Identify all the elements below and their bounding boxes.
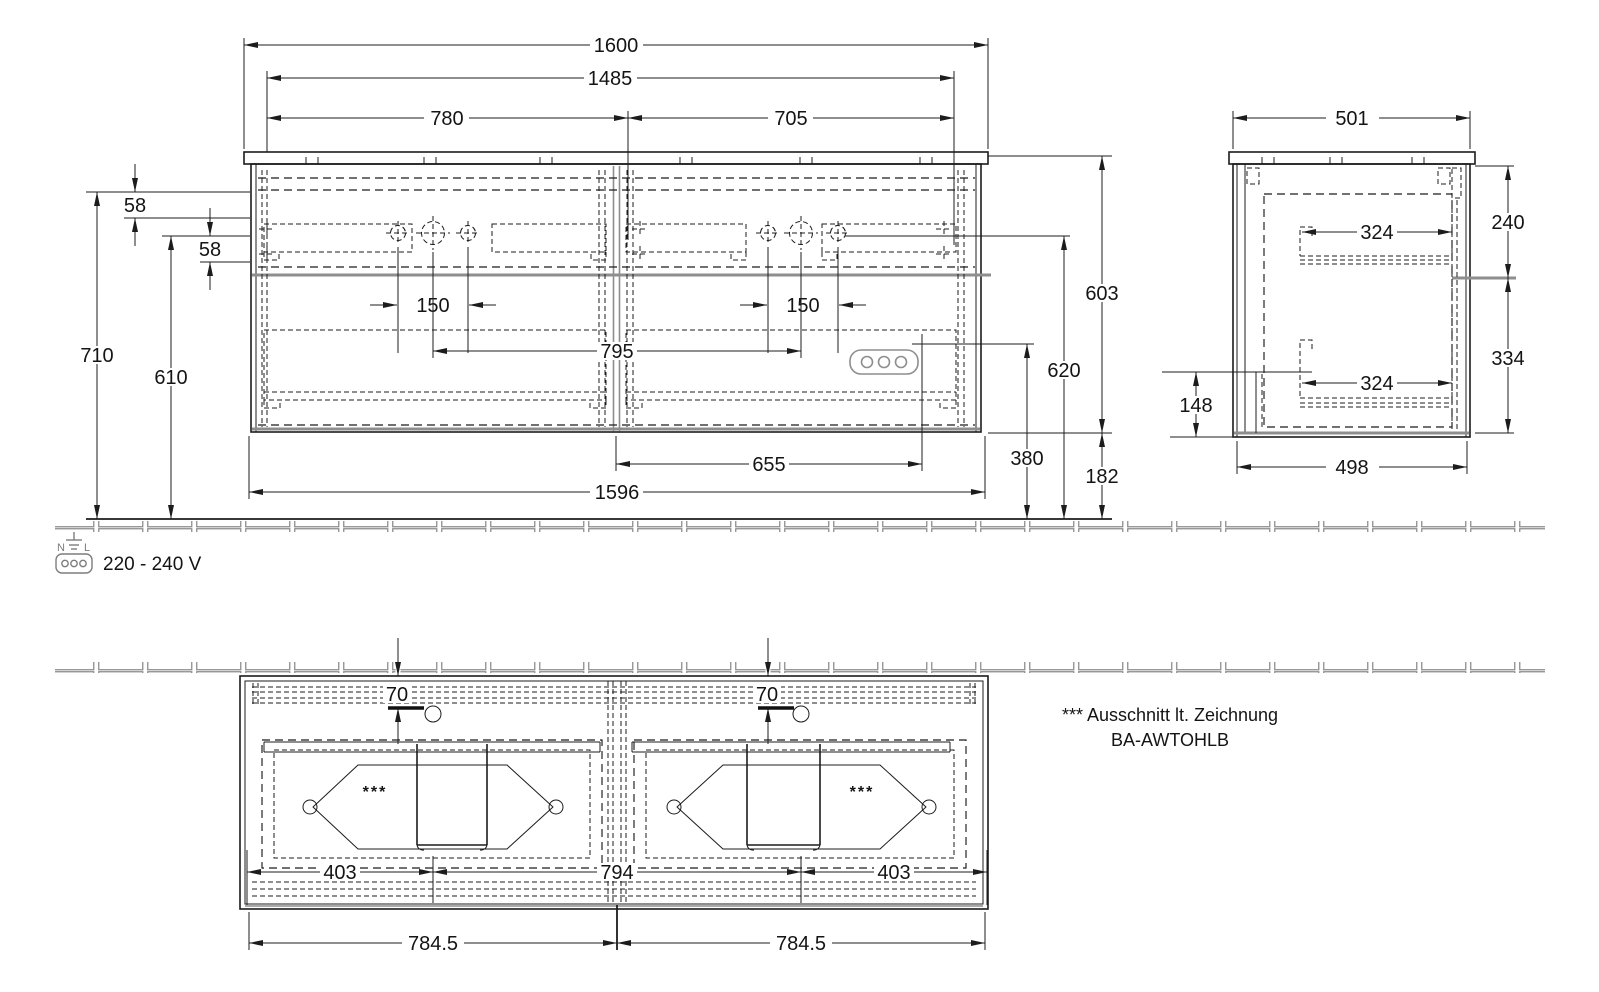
- dim-side-cabinet-depth: 498: [1335, 457, 1368, 479]
- faucet-marking-left: 70: [383, 636, 442, 744]
- dim-front-outlet-height: 620: [1047, 360, 1080, 382]
- top-dimensions: 403 794 403 784.5 784.5: [246, 850, 988, 955]
- dim-top-cutout-right: 403: [877, 862, 910, 884]
- dim-front-bottom-clearance: 182: [1085, 466, 1118, 488]
- cutout-note-line2: BA-AWTOHLB: [1111, 730, 1229, 750]
- power-note: N L 220 - 240 V: [55, 532, 202, 575]
- dim-front-drain-span: 655: [752, 454, 785, 476]
- side-view: 501 324 324 240 334 148 498: [1162, 108, 1528, 479]
- front-hidden-lines: [258, 170, 975, 427]
- dim-front-span-left: 780: [430, 108, 463, 130]
- side-hidden-lines: [1246, 167, 1462, 430]
- cutout-note: *** Ausschnitt lt. Zeichnung BA-AWTOHLB: [1062, 705, 1278, 750]
- dim-top-cutout-left: 403: [323, 862, 356, 884]
- dim-side-upper-drawer-depth: 324: [1360, 222, 1393, 244]
- dim-side-rear-bottom-offset: 148: [1179, 395, 1212, 417]
- voltage-label: 220 - 240 V: [103, 554, 202, 575]
- faucet-holes-right: [756, 216, 850, 250]
- dim-front-span-right: 705: [774, 108, 807, 130]
- top-carcass: [239, 675, 989, 910]
- dim-front-hole-spacing-right: 150: [786, 295, 819, 317]
- cutout-marker-left: ***: [363, 784, 388, 801]
- faucet-marking-right: 70: [753, 636, 810, 744]
- front-countertop: [243, 151, 989, 165]
- dim-front-height-inner: 610: [154, 367, 187, 389]
- wall-hatch-upper: [55, 518, 1545, 532]
- front-dimensions: 1600 1485 780 705 58: [77, 35, 1122, 519]
- terminal-l-label: L: [84, 542, 90, 554]
- socket-terminal-icon: [55, 553, 93, 574]
- dim-side-upper-drawer-height: 240: [1491, 212, 1524, 234]
- dim-top-center-span: 794: [600, 862, 633, 884]
- side-cabinet-body: [1232, 163, 1516, 438]
- faucet-holes-left: [386, 216, 480, 250]
- top-drawer-front-rails: [263, 741, 951, 753]
- dim-front-offset-top: 58: [124, 195, 146, 217]
- dim-front-tap-span: 795: [600, 341, 633, 363]
- dim-side-lower-drawer-depth: 324: [1360, 373, 1393, 395]
- front-cabinet-body: [250, 163, 991, 433]
- cabinet-socket-icon: [849, 334, 932, 375]
- hidden-hole-crosses: [259, 221, 952, 262]
- dim-front-mounting-width: 1485: [588, 68, 633, 90]
- front-view: 1600 1485 780 705 58: [77, 35, 1122, 519]
- dim-front-trap-height: 380: [1010, 448, 1043, 470]
- top-view: 70 70 ***: [239, 636, 989, 955]
- side-countertop: [1228, 151, 1476, 165]
- dim-top-faucet-offset-right: 70: [756, 684, 778, 706]
- dim-front-cabinet-width: 1596: [595, 482, 640, 504]
- dim-top-half-left: 784.5: [408, 933, 458, 955]
- dim-top-half-right: 784.5: [776, 933, 826, 955]
- ground-icon: [66, 532, 82, 550]
- dim-front-height-overall: 710: [80, 345, 113, 367]
- basin-cutout-right: ***: [666, 744, 937, 851]
- terminal-n-label: N: [57, 542, 65, 554]
- basin-cutout-left: ***: [302, 744, 564, 851]
- dim-front-overall-width: 1600: [594, 35, 639, 57]
- dim-top-faucet-offset-left: 70: [386, 684, 408, 706]
- side-dimensions: 501 324 324 240 334 148 498: [1162, 108, 1528, 479]
- dim-side-overall-depth: 501: [1335, 108, 1368, 130]
- cutout-marker-right: ***: [850, 784, 875, 801]
- dim-front-cabinet-height: 603: [1085, 283, 1118, 305]
- wall-hatch-lower: [55, 662, 1545, 673]
- dim-front-offset-mid: 58: [199, 239, 221, 261]
- cutout-note-line1: *** Ausschnitt lt. Zeichnung: [1062, 705, 1278, 725]
- dim-side-lower-drawer-height: 334: [1491, 348, 1524, 370]
